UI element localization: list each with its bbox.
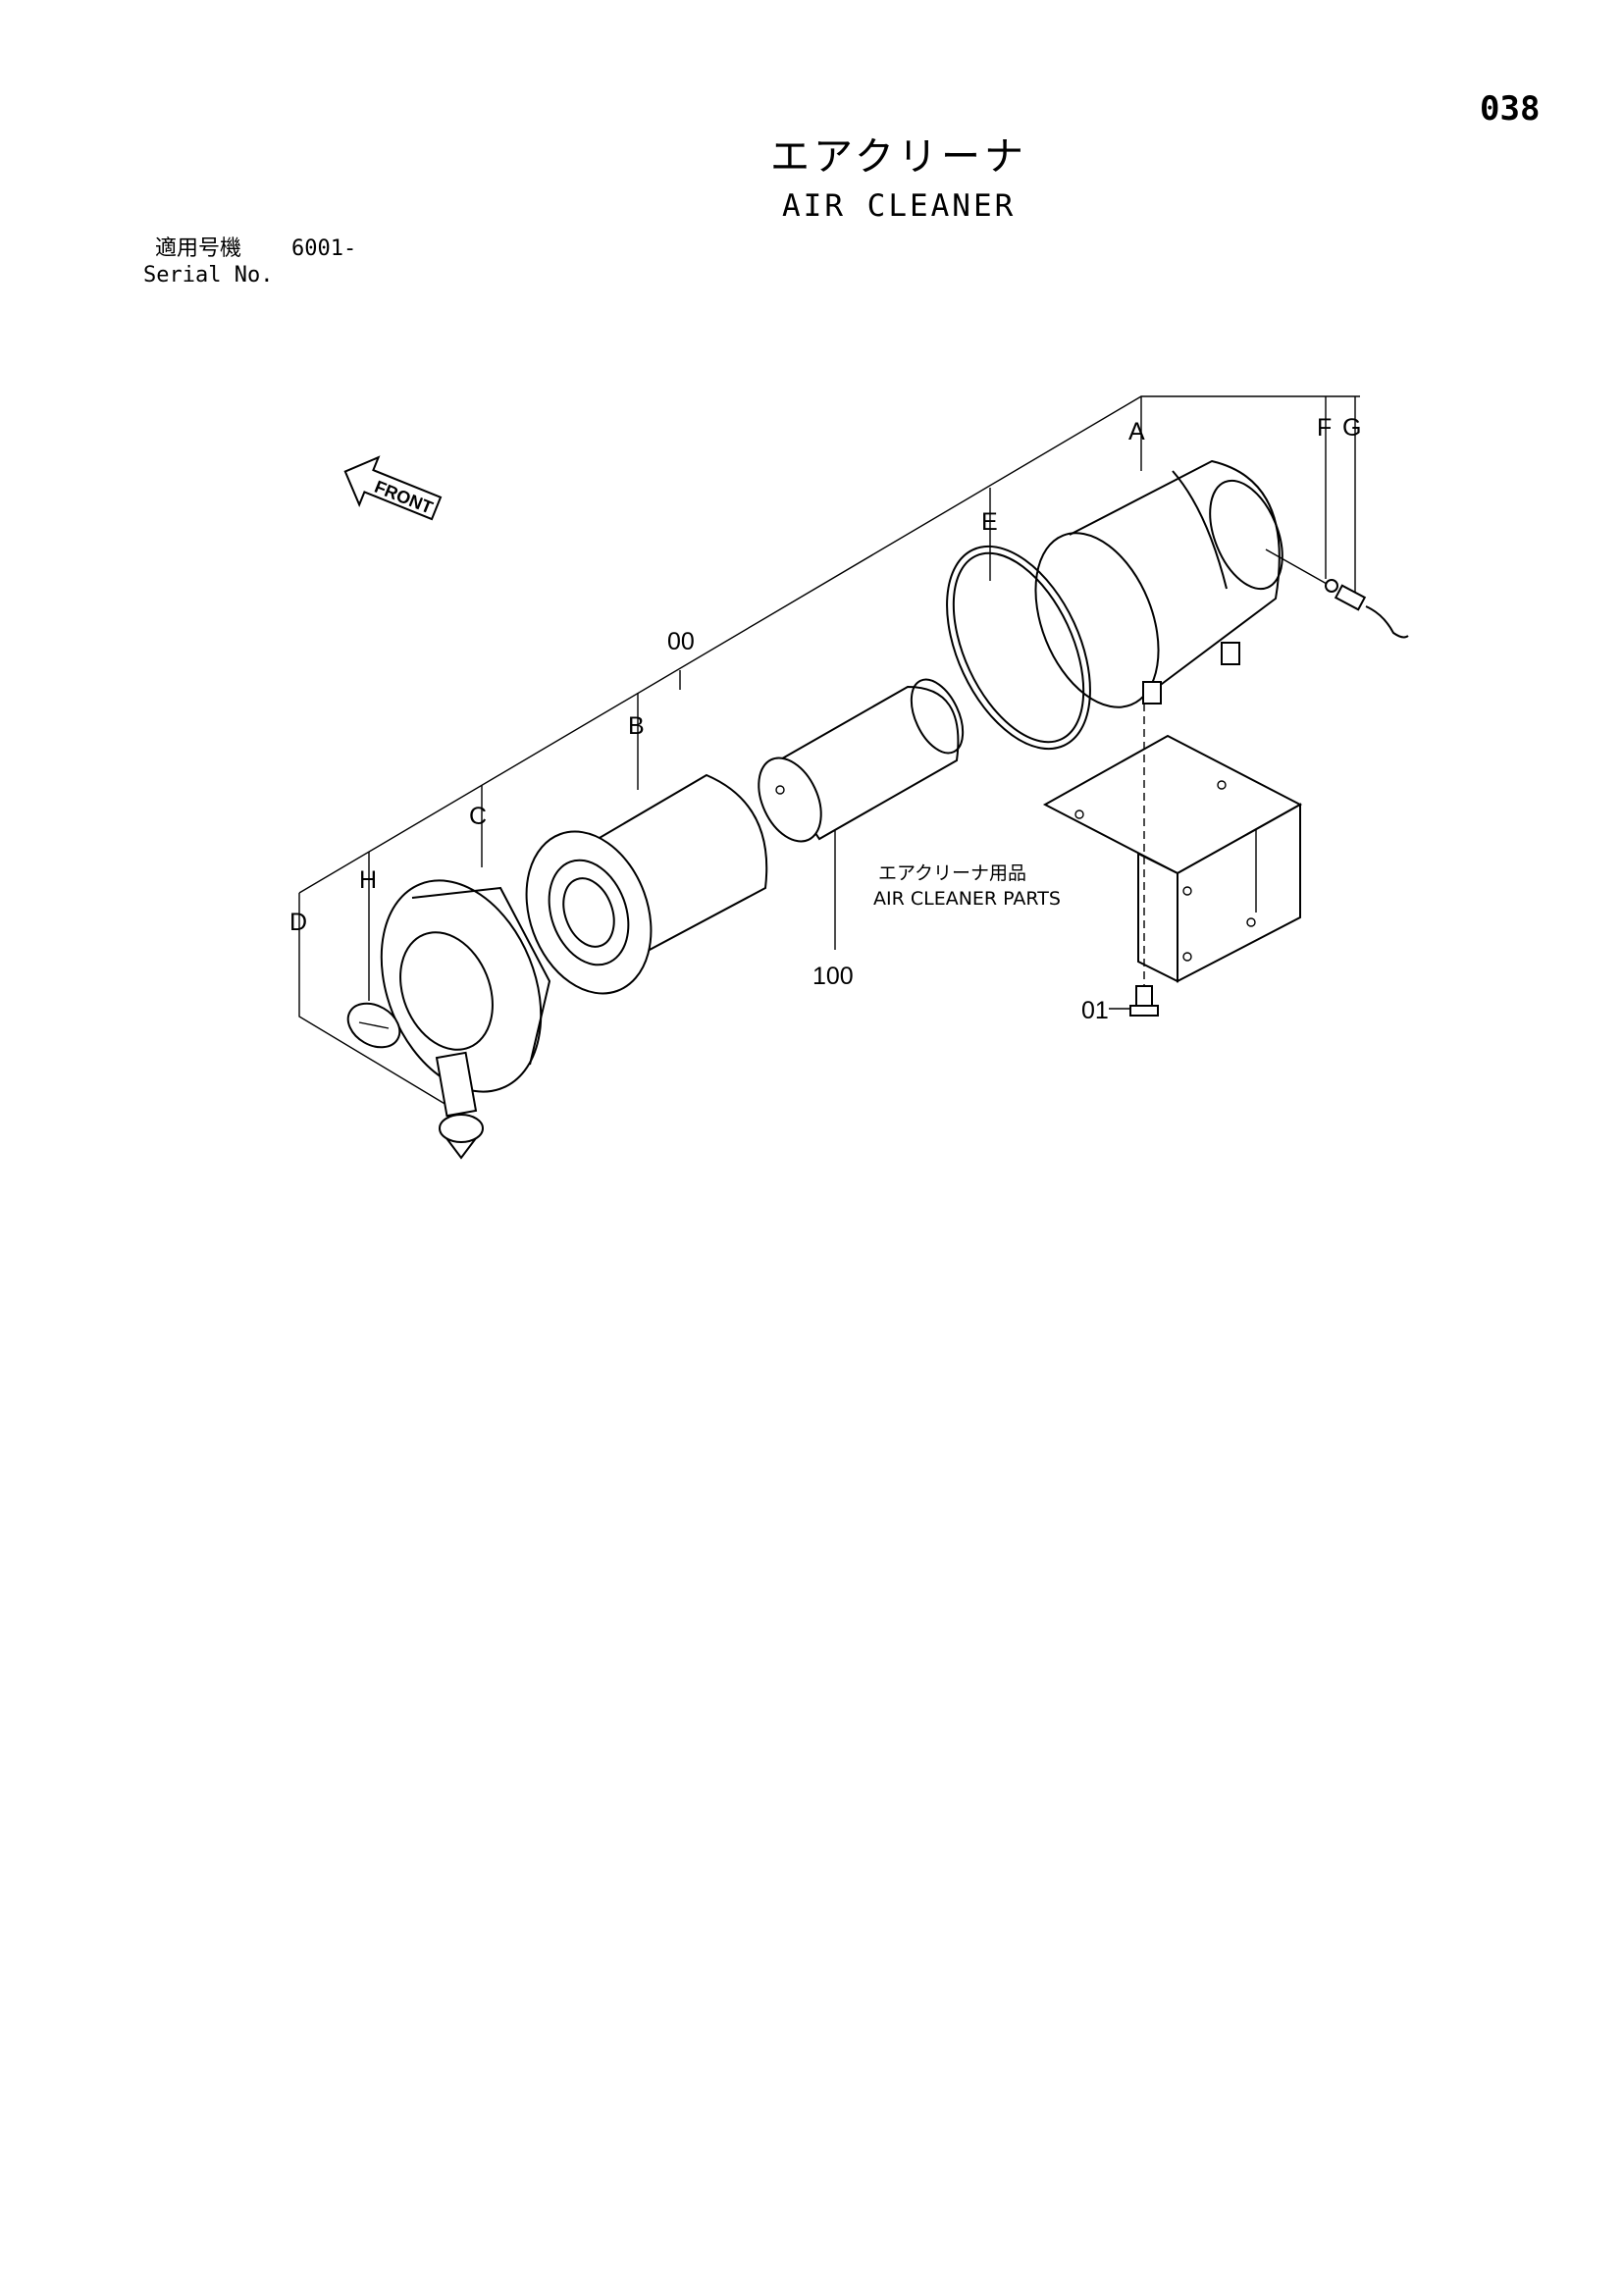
callout-bolt: 01 [1081, 997, 1109, 1024]
part-e-seal-ring [946, 545, 1091, 751]
page-title-english: AIR CLEANER [782, 188, 1017, 224]
mounting-bracket [1042, 734, 1303, 983]
callout-a: A [1128, 418, 1145, 445]
serial-label-english: Serial No. [143, 263, 274, 287]
callout-h: H [359, 866, 377, 894]
page-number: 038 [1480, 89, 1541, 129]
parts-note-japanese: エアクリーナ用品 [878, 862, 1026, 884]
callout-g: G [1342, 414, 1361, 442]
part-100-inner-filter [758, 678, 965, 843]
part-g-service-indicator [1334, 584, 1409, 639]
parts-note-english: AIR CLEANER PARTS [873, 888, 1061, 910]
part-a-housing [1034, 459, 1328, 708]
front-direction-arrow-icon: FRONT [343, 455, 443, 521]
callout-d: D [289, 909, 307, 936]
part-h-label-plate [346, 1002, 401, 1049]
callout-c: C [469, 803, 487, 830]
page-title-japanese: エアクリーナ [770, 134, 1027, 180]
callout-e: E [981, 508, 998, 536]
part-f-fitting [1325, 579, 1338, 593]
callout-parts-kit: 100 [812, 963, 854, 990]
callout-b: B [628, 712, 645, 740]
serial-value: 6001- [291, 236, 357, 261]
part-01-bolt [1109, 985, 1159, 1017]
part-b-filter-element [525, 773, 768, 995]
part-c-end-cover [380, 879, 551, 1118]
part-d-evacuator-valve [439, 1114, 484, 1160]
callout-assembly: 00 [667, 628, 695, 655]
serial-label-japanese: 適用号機 [155, 236, 242, 261]
callout-f: F [1317, 414, 1332, 442]
